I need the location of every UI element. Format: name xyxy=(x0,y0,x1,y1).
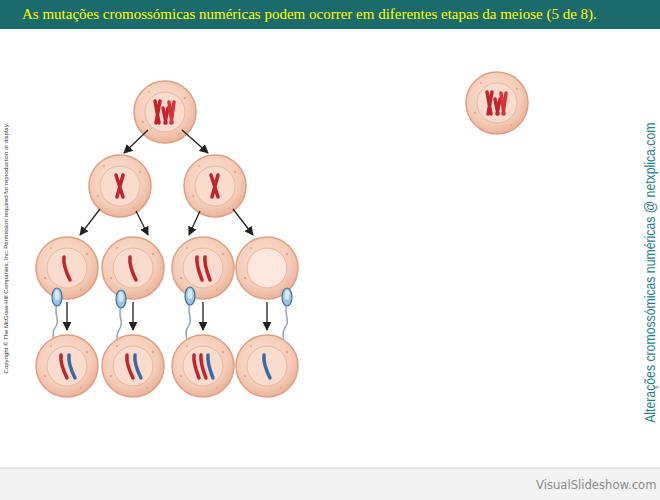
copyright-note: Copyright © The McGraw-Hill Companies, I… xyxy=(3,123,10,373)
side-watermark: Alterações cromossómicas numéricas @ net… xyxy=(642,122,657,422)
slide-title: As mutações cromossómicas numéricas pode… xyxy=(22,0,597,29)
footer-watermark: VisualSlideshow.com xyxy=(536,479,656,492)
